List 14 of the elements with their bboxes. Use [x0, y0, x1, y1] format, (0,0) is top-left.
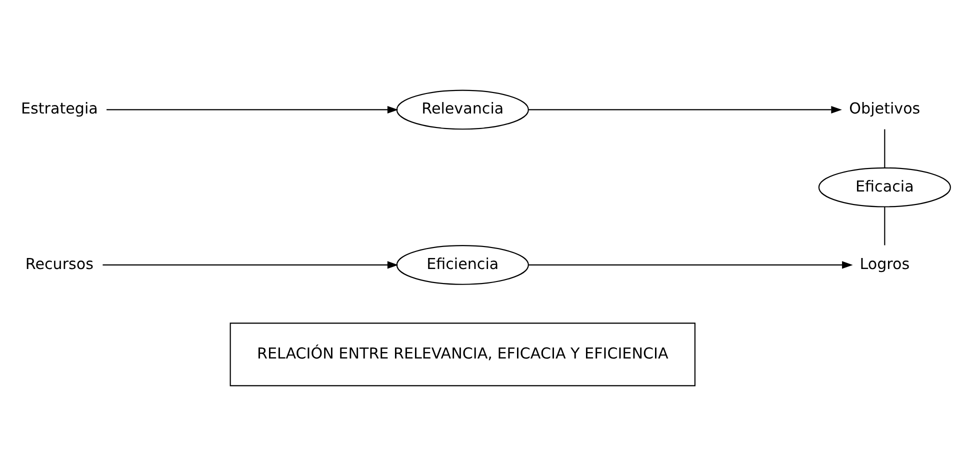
node-text: Logros	[860, 254, 910, 273]
arrow	[106, 106, 398, 114]
node-text: Estrategia	[20, 100, 98, 118]
arrow	[528, 261, 853, 269]
node-ellipse: Relevancia	[396, 90, 529, 130]
node-text: Objetivos	[849, 100, 920, 118]
node-ellipse: Eficacia	[818, 167, 951, 208]
node-ellipse: Eficiencia	[396, 245, 529, 285]
arrow	[102, 261, 398, 269]
node-box: RELACIÓN ENTRE RELEVANCIA, EFICACIA Y EFICIENCIA	[230, 322, 696, 386]
arrow	[528, 106, 842, 114]
node-text: Recursos	[25, 254, 94, 273]
connector	[884, 206, 886, 246]
connector	[884, 129, 886, 168]
